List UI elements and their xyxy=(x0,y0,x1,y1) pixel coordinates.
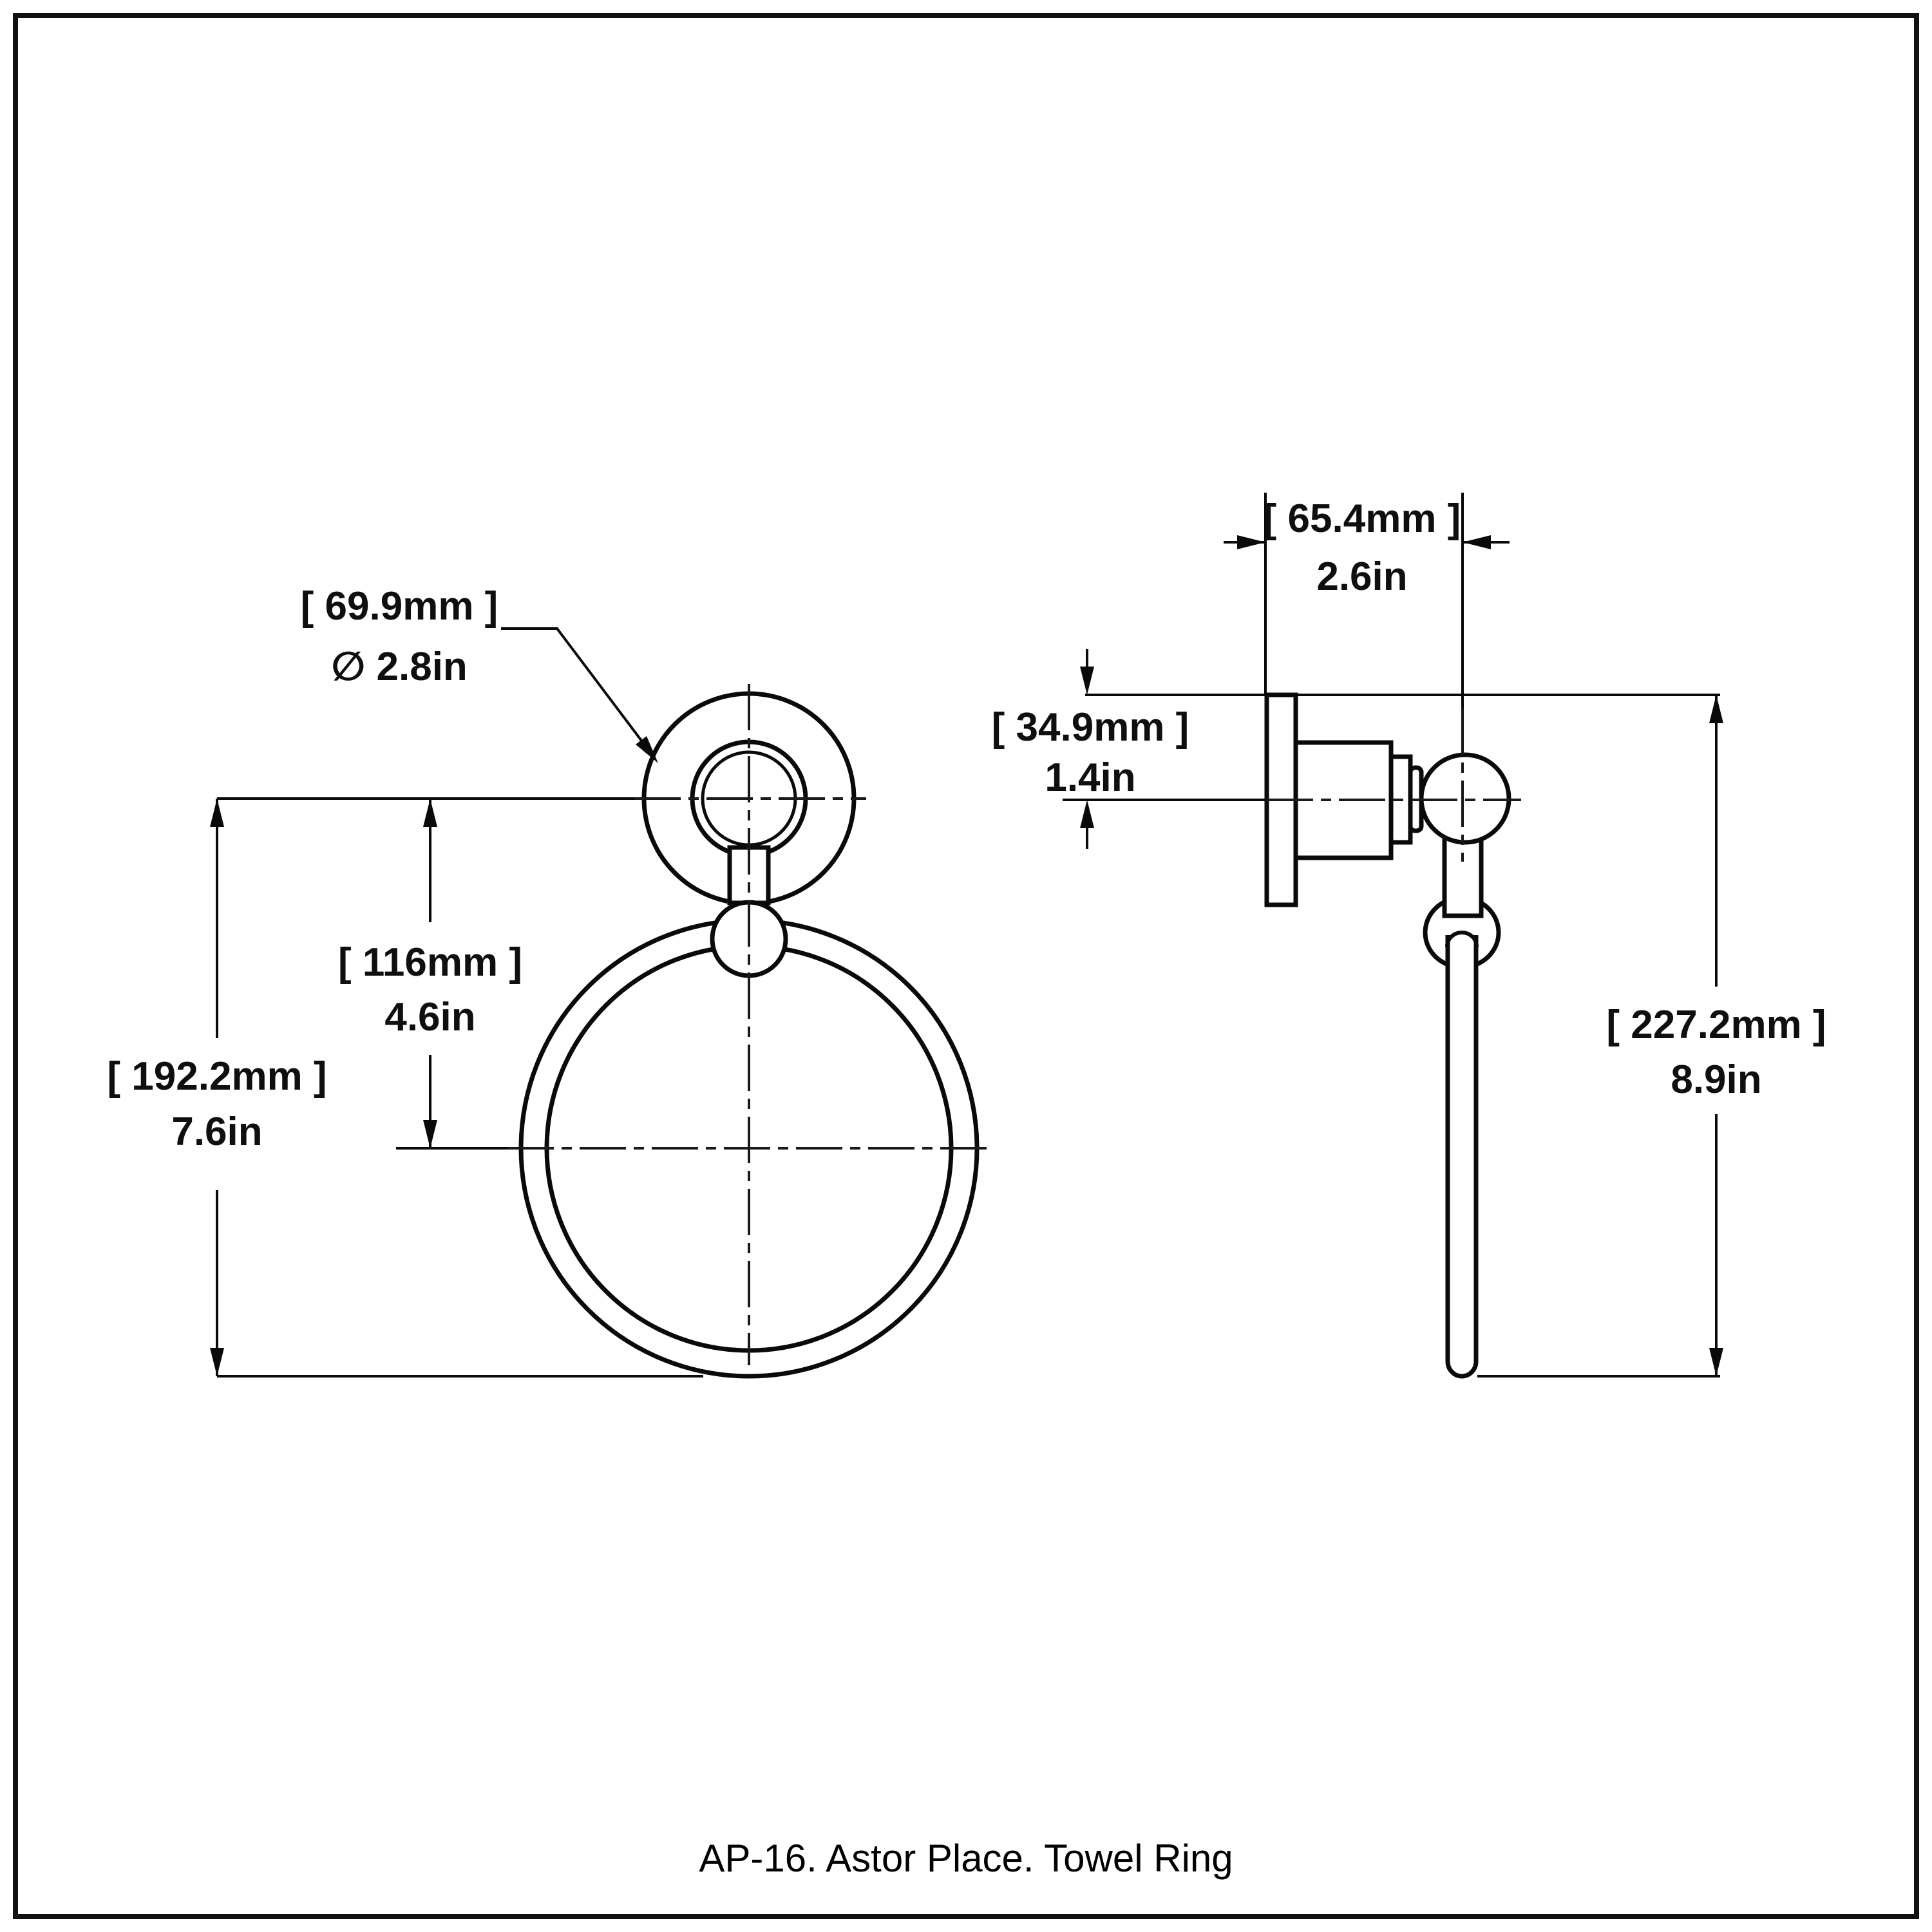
dim-192-in-label: 7.6in xyxy=(171,1110,262,1154)
side-dimensions: [ 65.4mm ] 2.6in [ 34.9mm ] 1.4in [ 227.… xyxy=(992,493,1826,1378)
arrow-up-icon xyxy=(1080,800,1094,828)
dim-65-mm-label: [ 65.4mm ] xyxy=(1264,497,1461,541)
dim-116-mm-label: [ 116mm ] xyxy=(338,940,522,985)
arrow-down-icon xyxy=(423,1120,437,1148)
side-ring-edge-strip xyxy=(1445,935,1479,1379)
arrow-down-icon xyxy=(210,1348,224,1376)
front-dimensions: [ 192.2mm ] 7.6in [ 116mm ] 4.6in [ 69.9… xyxy=(107,584,703,1378)
drawing-title: AP-16. Astor Place. Towel Ring xyxy=(699,1837,1233,1880)
side-hanger-bar xyxy=(1442,835,1484,918)
sheet-border xyxy=(13,13,1919,1919)
dim-34-in-label: 1.4in xyxy=(1045,755,1135,800)
arrow-down-icon xyxy=(1080,667,1094,695)
arrow-up-icon xyxy=(1709,695,1723,723)
front-view xyxy=(507,684,992,1379)
arrow-left-icon xyxy=(1463,535,1491,549)
dim-34-mm-label: [ 34.9mm ] xyxy=(992,705,1189,750)
dim-227-mm-label: [ 227.2mm ] xyxy=(1606,1003,1826,1047)
side-view xyxy=(1264,692,1521,1379)
side-ring-knuckle-inner-arc xyxy=(1445,931,1479,947)
arrow-right-icon xyxy=(1237,535,1265,549)
leader-arrow-icon xyxy=(636,736,658,763)
dim-116-in-label: 4.6in xyxy=(384,995,475,1039)
leader-line-flange-diameter xyxy=(501,627,643,742)
dim-65-in-label: 2.6in xyxy=(1316,554,1407,599)
dim-69-in-label: ∅ 2.8in xyxy=(331,645,468,689)
dim-192-mm-label: [ 192.2mm ] xyxy=(107,1054,327,1099)
dim-69-mm-label: [ 69.9mm ] xyxy=(301,584,498,629)
dim-227-in-label: 8.9in xyxy=(1671,1057,1761,1102)
arrow-down-icon xyxy=(1709,1348,1723,1376)
arrow-up-icon xyxy=(423,799,437,827)
arrow-up-icon xyxy=(210,799,224,827)
